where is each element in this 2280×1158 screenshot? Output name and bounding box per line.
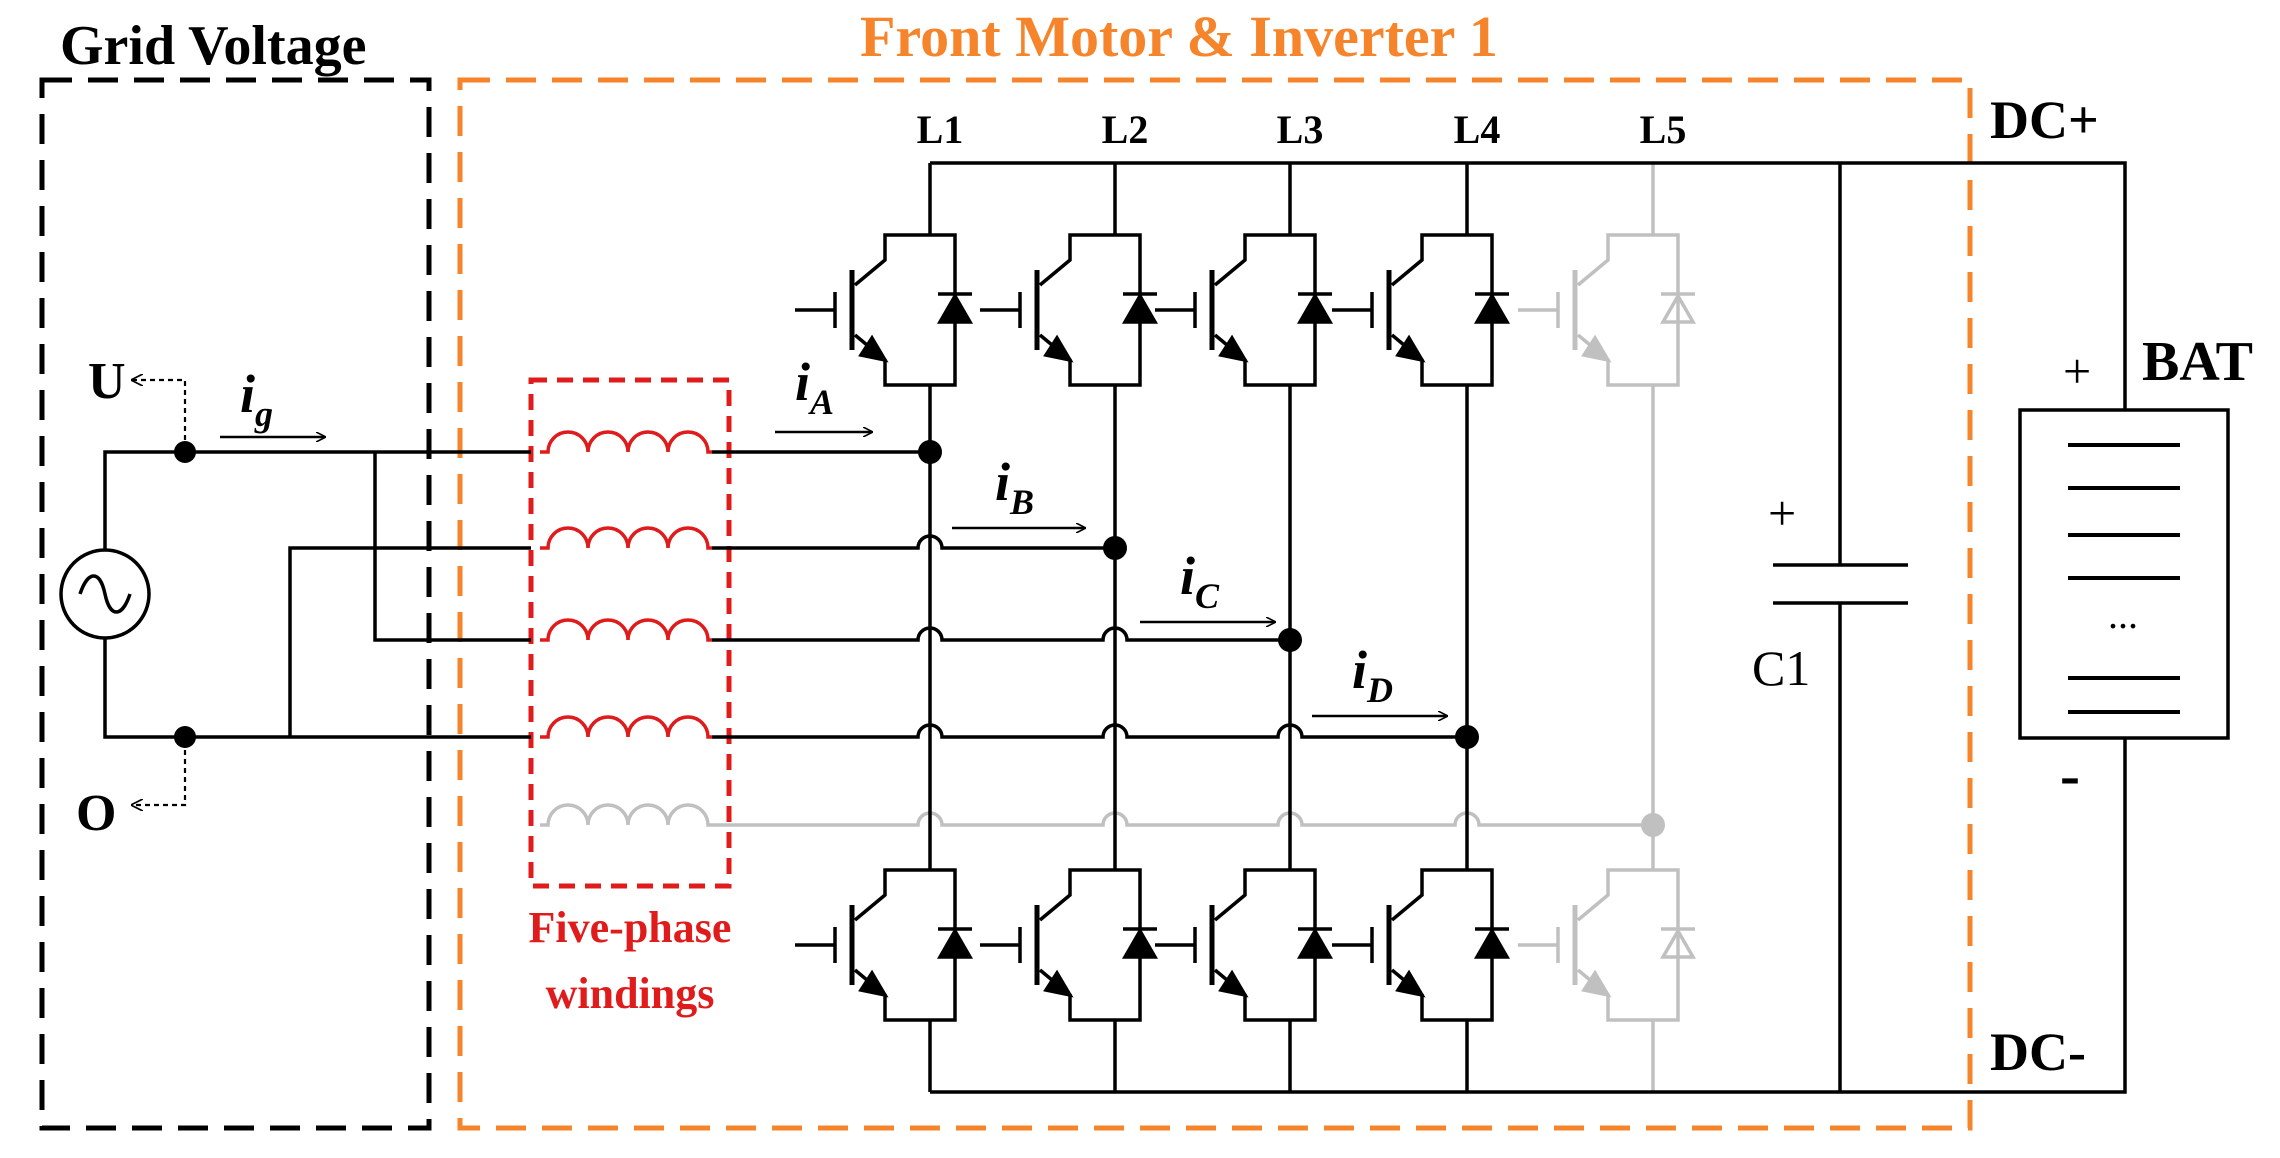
ib-label: iB bbox=[995, 452, 1034, 522]
phase-wire bbox=[712, 626, 1290, 642]
winding-coil-icon bbox=[540, 803, 712, 827]
id-label: iD bbox=[1352, 640, 1393, 710]
windings-box bbox=[528, 377, 732, 889]
leg-label: L1 bbox=[917, 107, 964, 152]
windings-label-line1: Five-phase bbox=[529, 903, 732, 952]
leg-node-dot bbox=[1641, 813, 1665, 837]
inverter-leg-5 bbox=[1518, 163, 1697, 1092]
node-u-label: U bbox=[88, 353, 126, 410]
grid-voltage-title: Grid Voltage bbox=[60, 15, 366, 77]
phase-wire bbox=[712, 723, 1467, 739]
battery-dots: ... bbox=[2108, 592, 2138, 637]
winding-coil-icon bbox=[540, 618, 712, 642]
igbt-switch-icon bbox=[1518, 868, 1697, 1022]
grid-voltage-box bbox=[39, 77, 432, 1131]
o-measure-arrow bbox=[132, 750, 187, 805]
dc-bus bbox=[930, 161, 2127, 1094]
phase-wires bbox=[712, 450, 1653, 827]
motor-windings bbox=[540, 430, 712, 827]
inverter-legs bbox=[795, 163, 1697, 1092]
inverter-leg-1 bbox=[795, 163, 974, 1092]
dc-plus-label: DC+ bbox=[1990, 90, 2099, 150]
phase-wire bbox=[712, 534, 1115, 550]
leg-labels: L1 L2 L3 L4 L5 bbox=[917, 107, 1687, 152]
leg-label: L2 bbox=[1102, 107, 1149, 152]
u-measure-arrow bbox=[132, 380, 187, 440]
igbt-switch-icon bbox=[980, 868, 1159, 1022]
igbt-switch-icon bbox=[1155, 233, 1334, 387]
leg-node-dot bbox=[918, 440, 942, 464]
igbt-switch-icon bbox=[795, 233, 974, 387]
grid-wiring bbox=[185, 450, 531, 739]
leg-node-dot bbox=[1103, 536, 1127, 560]
igbt-switch-icon bbox=[1332, 868, 1511, 1022]
capacitor-c1 bbox=[1773, 163, 1908, 1092]
leg-label: L3 bbox=[1277, 107, 1324, 152]
winding-coil-icon bbox=[540, 526, 712, 550]
node-u-dot bbox=[174, 441, 196, 463]
igbt-switch-icon bbox=[980, 233, 1159, 387]
inverter-leg-3 bbox=[1155, 163, 1334, 1092]
node-o-dot bbox=[174, 726, 196, 748]
leg-label: L4 bbox=[1454, 107, 1501, 152]
igbt-switch-icon bbox=[795, 868, 974, 1022]
igbt-switch-icon bbox=[1518, 233, 1697, 387]
inverter-title: Front Motor & Inverter 1 bbox=[860, 4, 1498, 69]
windings-label-line2: windings bbox=[546, 969, 715, 1018]
ic-label: iC bbox=[1180, 546, 1220, 616]
capacitor-plus: + bbox=[1768, 485, 1796, 541]
winding-coil-icon bbox=[540, 715, 712, 739]
inverter-leg-2 bbox=[980, 163, 1159, 1092]
grid-source bbox=[59, 450, 185, 739]
capacitor-label: C1 bbox=[1752, 640, 1810, 696]
dc-minus-label: DC- bbox=[1990, 1022, 2086, 1082]
leg-node-dot bbox=[1278, 628, 1302, 652]
winding-coil-icon bbox=[540, 430, 712, 454]
leg-label: L5 bbox=[1640, 107, 1687, 152]
battery-minus: - bbox=[2060, 742, 2080, 808]
ig-label: ig bbox=[240, 364, 273, 434]
ia-label: iA bbox=[795, 352, 834, 422]
phase-wire bbox=[712, 811, 1653, 827]
igbt-switch-icon bbox=[1332, 233, 1511, 387]
node-o-label: O bbox=[76, 785, 116, 842]
battery-label: BAT bbox=[2142, 331, 2253, 393]
inverter-leg-4 bbox=[1332, 163, 1511, 1092]
battery-plus: + bbox=[2063, 343, 2091, 399]
leg-node-dot bbox=[1455, 725, 1479, 749]
igbt-switch-icon bbox=[1155, 868, 1334, 1022]
inverter-box bbox=[457, 77, 1973, 1131]
battery bbox=[2018, 408, 2230, 740]
